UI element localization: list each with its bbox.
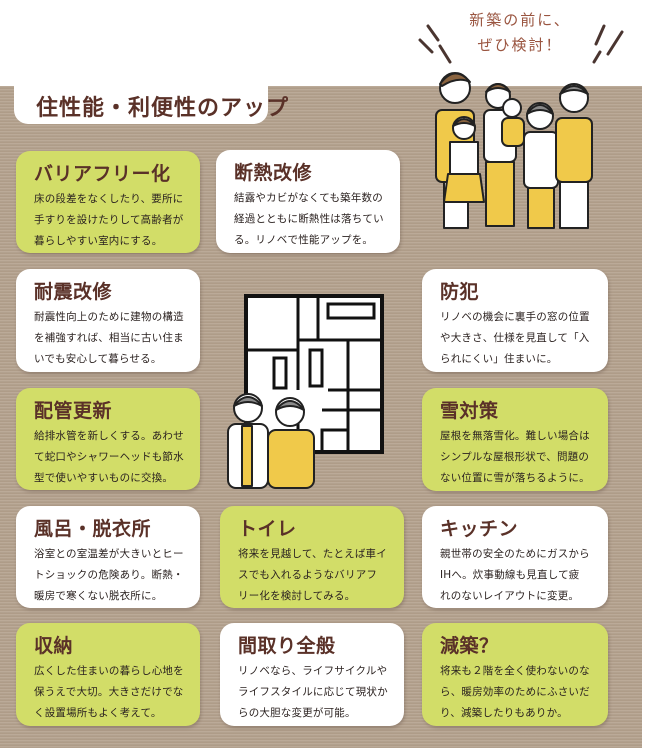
card-bath-dressing-room: 風呂・脱衣所 浴室との室温差が大きいとヒー トショックの危険あり。断熱・ 暖房で…: [16, 506, 200, 608]
callout-line-2: ぜひ検討！: [477, 36, 563, 54]
family-illustration-icon: [435, 72, 593, 229]
card-downsizing: 減築？ 将来も２階を全く使わないのな ら、暖房効率のためにふさいだ り、減築した…: [422, 623, 608, 726]
card-body: 将来を見越して、たとえば車イ スでも入れるようなバリアフ リー化を検討してみる。: [238, 548, 387, 602]
card-body: 浴室との室温差が大きいとヒー トショックの危険あり。断熱・ 暖房で寒くない脱衣所…: [34, 548, 184, 602]
callout-text: 新築の前に、 ぜひ検討！: [455, 8, 585, 58]
section-title-tab: 住性能・利便性のアップ: [14, 86, 288, 124]
card-title: 減築？: [440, 635, 499, 657]
section-title: 住性能・利便性のアップ: [36, 96, 290, 121]
card-snow-countermeasures: 雪対策 屋根を無落雪化。難しい場合は シンプルな屋根形状で、問題の ない位置に雪…: [422, 388, 608, 491]
card-floor-plan: 間取り全般 リノベなら、ライフサイクルや ライフスタイルに応じて現状か らの大胆…: [220, 623, 404, 726]
card-title: 収納: [34, 635, 74, 657]
card-insulation: 断熱改修 結露やカビがなくても築年数の 経過とともに断熱性は落ちてい る。リノベ…: [216, 150, 400, 253]
card-title: 間取り全般: [238, 635, 336, 657]
emphasis-lines-right-icon: [592, 24, 624, 64]
card-barrier-free: バリアフリー化 床の段差をなくしたり、要所に 手すりを設けたりして高齢者が 暮ら…: [16, 151, 200, 253]
card-title: トイレ: [238, 518, 297, 540]
card-body: 将来も２階を全く使わないのな ら、暖房効率のためにふさいだ り、減築したりもあり…: [440, 665, 590, 719]
card-body: リノベなら、ライフサイクルや ライフスタイルに応じて現状か らの大胆な変更が可能…: [238, 665, 388, 719]
card-title: 耐震改修: [34, 281, 113, 303]
card-title: キッチン: [440, 518, 519, 540]
card-body: 耐震性向上のために建物の構造 を補強すれば、相当に古い住ま いでも安心して暮らせ…: [34, 311, 184, 365]
card-body: 親世帯の安全のためにガスから IHへ。炊事動線も見直して疲 れのないレイアウトに…: [440, 548, 590, 602]
card-body: 屋根を無落雪化。難しい場合は シンプルな屋根形状で、問題の ない位置に雪が落ちる…: [440, 430, 590, 484]
card-piping-renewal: 配管更新 給排水管を新しくする。あわせ て蛇口やシャワーヘッドも節水 型で使いや…: [16, 388, 200, 490]
card-title: 断熱改修: [234, 162, 313, 184]
card-body: 給排水管を新しくする。あわせ て蛇口やシャワーヘッドも節水 型で使いやすいものに…: [34, 430, 184, 484]
card-title: バリアフリー化: [34, 163, 171, 185]
card-body: 床の段差をなくしたり、要所に 手すりを設けたりして高齢者が 暮らしやすい室内にす…: [34, 193, 184, 247]
emphasis-lines-left-icon: [418, 24, 452, 64]
card-body: 広くした住まいの暮らし心地を 保うえで大切。大きさだけでな く設置場所もよく考え…: [34, 665, 184, 719]
card-toilet: トイレ 将来を見越して、たとえば車イ スでも入れるようなバリアフ リー化を検討し…: [220, 506, 404, 608]
card-body: 結露やカビがなくても築年数の 経過とともに断熱性は落ちてい る。リノベで性能アッ…: [234, 192, 384, 246]
card-kitchen: キッチン 親世帯の安全のためにガスから IHへ。炊事動線も見直して疲 れのないレ…: [422, 506, 608, 608]
card-title: 風呂・脱衣所: [34, 518, 152, 540]
callout-line-1: 新築の前に、: [469, 11, 571, 29]
card-storage: 収納 広くした住まいの暮らし心地を 保うえで大切。大きさだけでな く設置場所もよ…: [16, 623, 200, 726]
card-title: 雪対策: [440, 400, 499, 422]
card-seismic-retrofit: 耐震改修 耐震性向上のために建物の構造 を補強すれば、相当に古い住ま いでも安心…: [16, 269, 200, 372]
floor-plan-illustration-icon: [244, 294, 384, 454]
card-title: 配管更新: [34, 400, 113, 422]
elderly-couple-illustration-icon: [227, 393, 315, 489]
card-body: リノベの機会に裏手の窓の位置 や大きさ、仕様を見直して「入 られにくい」住まいに…: [440, 311, 590, 365]
card-crime-prevention: 防犯 リノベの機会に裏手の窓の位置 や大きさ、仕様を見直して「入 られにくい」住…: [422, 269, 608, 372]
card-title: 防犯: [440, 281, 480, 303]
